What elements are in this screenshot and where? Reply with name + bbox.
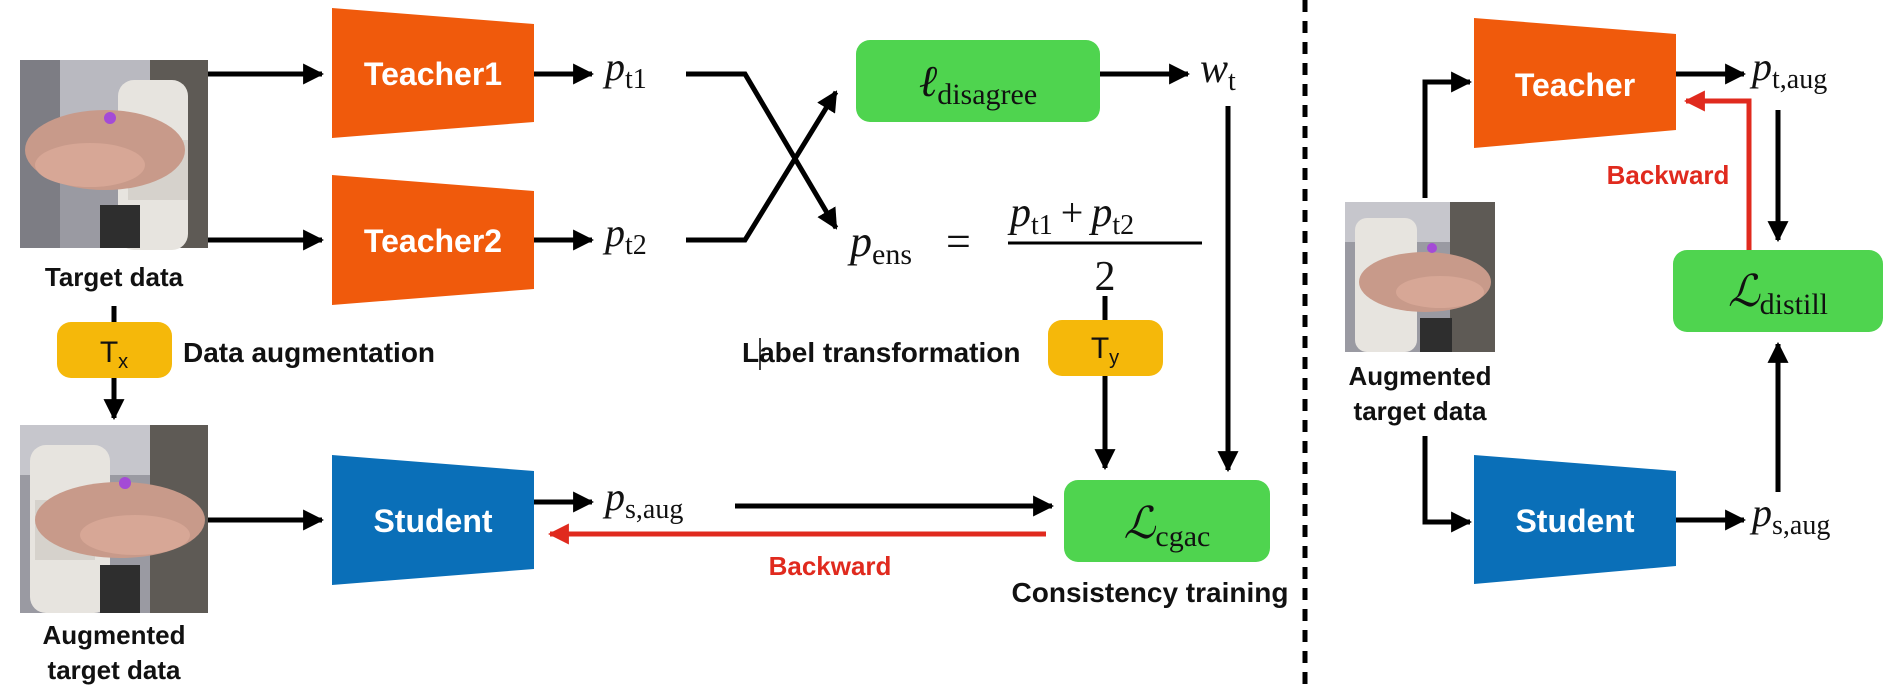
right-student-label: Student bbox=[1515, 503, 1634, 539]
student-label: Student bbox=[373, 503, 492, 539]
teacher1-label: Teacher1 bbox=[364, 56, 502, 92]
wt-output: wt bbox=[1200, 46, 1236, 97]
right-pt-aug-output: pt,aug bbox=[1749, 44, 1827, 95]
cgac-loss-label: ℒcgac bbox=[1124, 499, 1211, 553]
right-image-to-student-arrow bbox=[1422, 436, 1473, 533]
pt1-to-ensemble-arrow bbox=[686, 71, 839, 230]
student-block bbox=[332, 455, 534, 585]
ty-label: Ty bbox=[1091, 332, 1119, 369]
data-augmentation-label: Data augmentation bbox=[183, 337, 435, 368]
teacher2-block bbox=[332, 175, 534, 305]
augmented-caption-line1: Augmented bbox=[43, 620, 186, 650]
right-augmented-caption-line1: Augmented bbox=[1349, 361, 1492, 391]
cgac-loss-box bbox=[1064, 480, 1270, 562]
target-data-caption: Target data bbox=[45, 262, 184, 292]
augmented-caption-line2: target data bbox=[48, 655, 181, 685]
ensemble-equals: = bbox=[946, 217, 971, 266]
distill-loss-box bbox=[1673, 250, 1883, 332]
pt2-output: pt2 bbox=[602, 210, 647, 261]
consistency-training-caption: Consistency training bbox=[1012, 577, 1289, 608]
right-student-block bbox=[1474, 455, 1676, 584]
target-data-image bbox=[20, 60, 208, 250]
right-image-to-teacher-arrow bbox=[1422, 71, 1473, 198]
disagree-loss-label: ℓdisagree bbox=[919, 57, 1037, 111]
tx-box bbox=[57, 322, 172, 378]
right-augmented-image bbox=[1345, 202, 1495, 352]
right-ps-aug-output: ps,aug bbox=[1749, 490, 1830, 541]
right-augmented-caption-line2: target data bbox=[1354, 396, 1487, 426]
teacher2-label: Teacher2 bbox=[364, 223, 502, 259]
tx-label: Tx bbox=[100, 336, 128, 373]
distill-loss-label: ℒdistill bbox=[1728, 267, 1828, 321]
disagree-loss-box bbox=[856, 40, 1100, 122]
augmented-target-data-image bbox=[20, 425, 208, 613]
right-backward-arrow bbox=[1683, 90, 1752, 250]
ensemble-numerator: pt1+pt2 bbox=[1007, 190, 1134, 241]
ty-box bbox=[1048, 320, 1163, 376]
right-teacher-label: Teacher bbox=[1515, 67, 1635, 103]
right-teacher-block bbox=[1474, 18, 1676, 148]
backward-label-left: Backward bbox=[769, 551, 892, 581]
right-backward-label: Backward bbox=[1607, 160, 1730, 190]
teacher1-block bbox=[332, 8, 534, 138]
pt1-output: pt1 bbox=[602, 44, 647, 95]
pt2-to-disagree-arrow bbox=[686, 90, 839, 243]
ensemble-denominator: 2 bbox=[1095, 254, 1116, 300]
label-transformation-label: Label transformation bbox=[742, 337, 1020, 368]
ensemble-lhs: pens bbox=[847, 217, 912, 271]
ps-aug-output: ps,aug bbox=[602, 474, 683, 525]
